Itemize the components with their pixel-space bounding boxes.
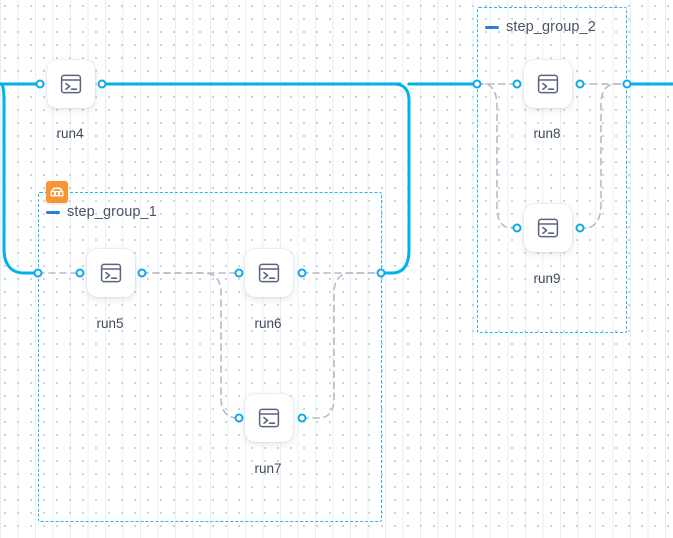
node-label-run6: run6 (254, 316, 282, 331)
port[interactable] (234, 268, 244, 278)
terminal-icon (537, 218, 559, 238)
port[interactable] (35, 79, 45, 89)
node-run5[interactable] (87, 249, 135, 297)
port[interactable] (33, 268, 43, 278)
toolbox-badge-icon[interactable] (46, 181, 68, 203)
port[interactable] (234, 413, 244, 423)
node-run4[interactable] (47, 60, 95, 108)
terminal-icon (60, 74, 82, 94)
node-run9[interactable] (524, 204, 572, 252)
port[interactable] (297, 413, 307, 423)
minus-icon[interactable] (46, 210, 60, 214)
port[interactable] (512, 79, 522, 89)
node-label-run7: run7 (254, 461, 282, 476)
terminal-icon (258, 263, 280, 283)
node-run6[interactable] (245, 249, 293, 297)
port[interactable] (575, 223, 585, 233)
minus-icon[interactable] (485, 25, 499, 29)
group-label: step_group_1 (67, 204, 157, 220)
port[interactable] (575, 79, 585, 89)
port[interactable] (376, 268, 386, 278)
edge[interactable] (0, 82, 40, 275)
group-label: step_group_2 (506, 19, 596, 35)
terminal-icon (100, 263, 122, 283)
group-header-step_group_2[interactable]: step_group_2 (485, 19, 596, 35)
port[interactable] (137, 268, 147, 278)
group-box-step_group_1[interactable] (38, 192, 382, 522)
group-header-step_group_1[interactable]: step_group_1 (46, 204, 157, 220)
node-label-run4: run4 (56, 126, 84, 141)
port[interactable] (75, 268, 85, 278)
terminal-icon (537, 74, 559, 94)
node-label-run8: run8 (533, 126, 561, 141)
node-label-run5: run5 (96, 316, 124, 331)
port[interactable] (622, 79, 632, 89)
port[interactable] (512, 223, 522, 233)
port[interactable] (472, 79, 482, 89)
node-label-run9: run9 (533, 271, 561, 286)
port[interactable] (297, 268, 307, 278)
terminal-icon (258, 408, 280, 428)
port[interactable] (97, 79, 107, 89)
node-run8[interactable] (524, 60, 572, 108)
node-run7[interactable] (245, 394, 293, 442)
